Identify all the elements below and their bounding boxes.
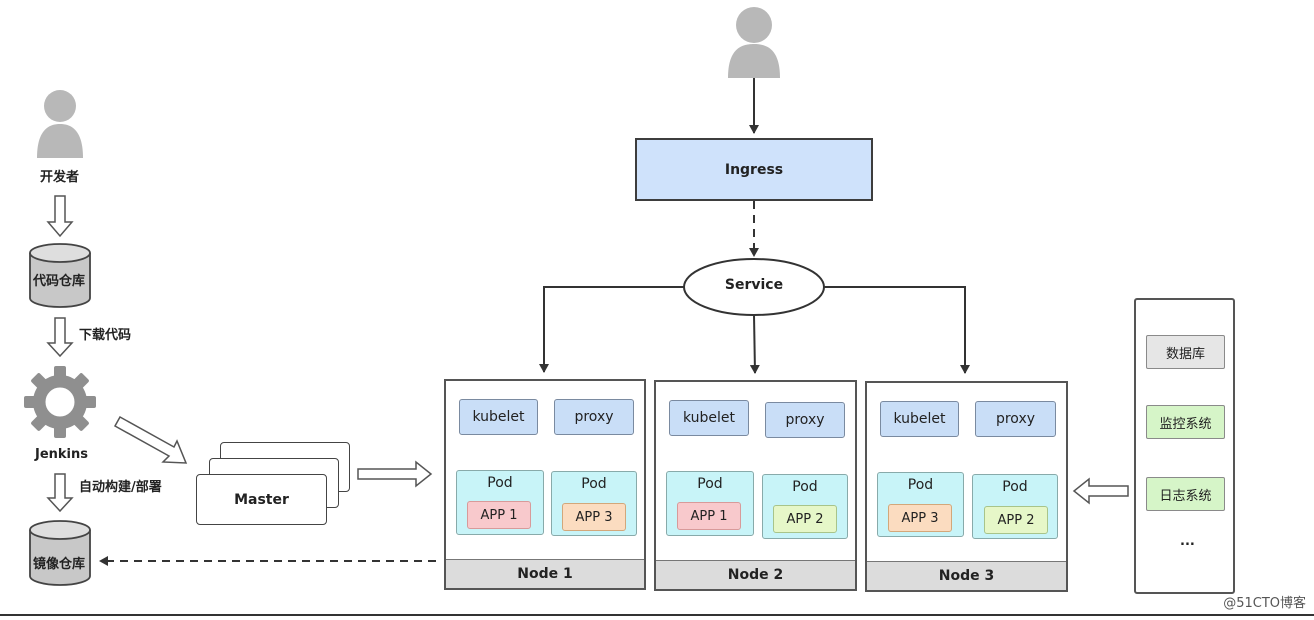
pod-label: Pod [697,476,723,492]
service-label: Service [724,277,784,293]
kubelet-component: kubelet [669,400,749,436]
user-person-icon [728,7,780,78]
developer-to-repo-arrow [46,195,74,238]
service-to-node2-arrow [749,314,760,374]
node-footer-label: Node 1 [446,559,644,588]
node-3: kubelet proxy Pod APP 3 Pod APP 2 Node 3 [865,381,1068,592]
app-badge: APP 3 [888,504,952,532]
app-badge: APP 3 [562,503,626,531]
support-systems-panel: 数据库 监控系统 日志系统 ... [1134,298,1235,594]
auto-build-deploy-label: 自动构建/部署 [79,480,162,495]
pod-label: Pod [581,476,607,492]
pod-box: Pod APP 1 [456,470,544,535]
repo-to-jenkins-arrow [46,317,74,358]
jenkins-gear-icon [24,366,96,438]
jenkins-label: Jenkins [35,447,89,462]
jenkins-to-image-repo-arrow [46,473,74,513]
pod-label: Pod [907,477,934,493]
code-repo-database-icon [29,243,91,308]
more-items-ellipsis: ... [1180,534,1195,549]
service-to-node1-arrow [539,286,684,373]
kubelet-component: kubelet [459,399,538,435]
service-to-node3-arrow [824,286,970,374]
download-code-label: 下载代码 [79,328,132,343]
image-repo-label: 镜像仓库 [33,557,86,572]
database-item: 数据库 [1146,335,1225,369]
pod-box: Pod APP 3 [551,471,637,536]
bottom-divider [0,614,1314,616]
ingress-box: Ingress [635,138,873,201]
proxy-component: proxy [765,402,845,438]
node-1: kubelet proxy Pod APP 1 Pod APP 3 Node 1 [444,379,646,590]
app-badge: APP 2 [773,505,837,533]
app-badge: APP 1 [677,502,741,530]
jenkins-to-master-arrow [113,415,188,464]
app-badge: APP 1 [467,501,531,529]
node-2: kubelet proxy Pod APP 1 Pod APP 2 Node 2 [654,380,857,591]
app-badge: APP 2 [984,506,1048,534]
pod-box: Pod APP 3 [877,472,964,537]
pod-label: Pod [1002,479,1028,495]
master-label: Master [234,491,289,508]
proxy-component: proxy [975,401,1056,437]
image-repo-database-icon [29,520,91,586]
proxy-component: proxy [554,399,634,435]
pod-box: Pod APP 2 [972,474,1058,539]
watermark-label: @51CTO博客 [1223,596,1306,611]
node-footer-label: Node 3 [867,561,1066,590]
developer-person-icon [37,90,83,158]
developer-label: 开发者 [40,170,80,185]
monitoring-system-item: 监控系统 [1146,405,1225,439]
pod-label: Pod [487,475,513,491]
ingress-label: Ingress [724,161,784,178]
kubelet-component: kubelet [880,401,959,437]
pod-box: Pod APP 1 [666,471,754,536]
support-to-node-arrow [1072,477,1129,505]
code-repo-label: 代码仓库 [33,274,86,289]
pod-label: Pod [792,479,818,495]
master-to-node-arrow [357,460,433,488]
pod-box: Pod APP 2 [762,474,848,539]
master-box: Master [196,474,327,525]
node-footer-label: Node 2 [656,560,855,589]
logging-system-item: 日志系统 [1146,477,1225,511]
